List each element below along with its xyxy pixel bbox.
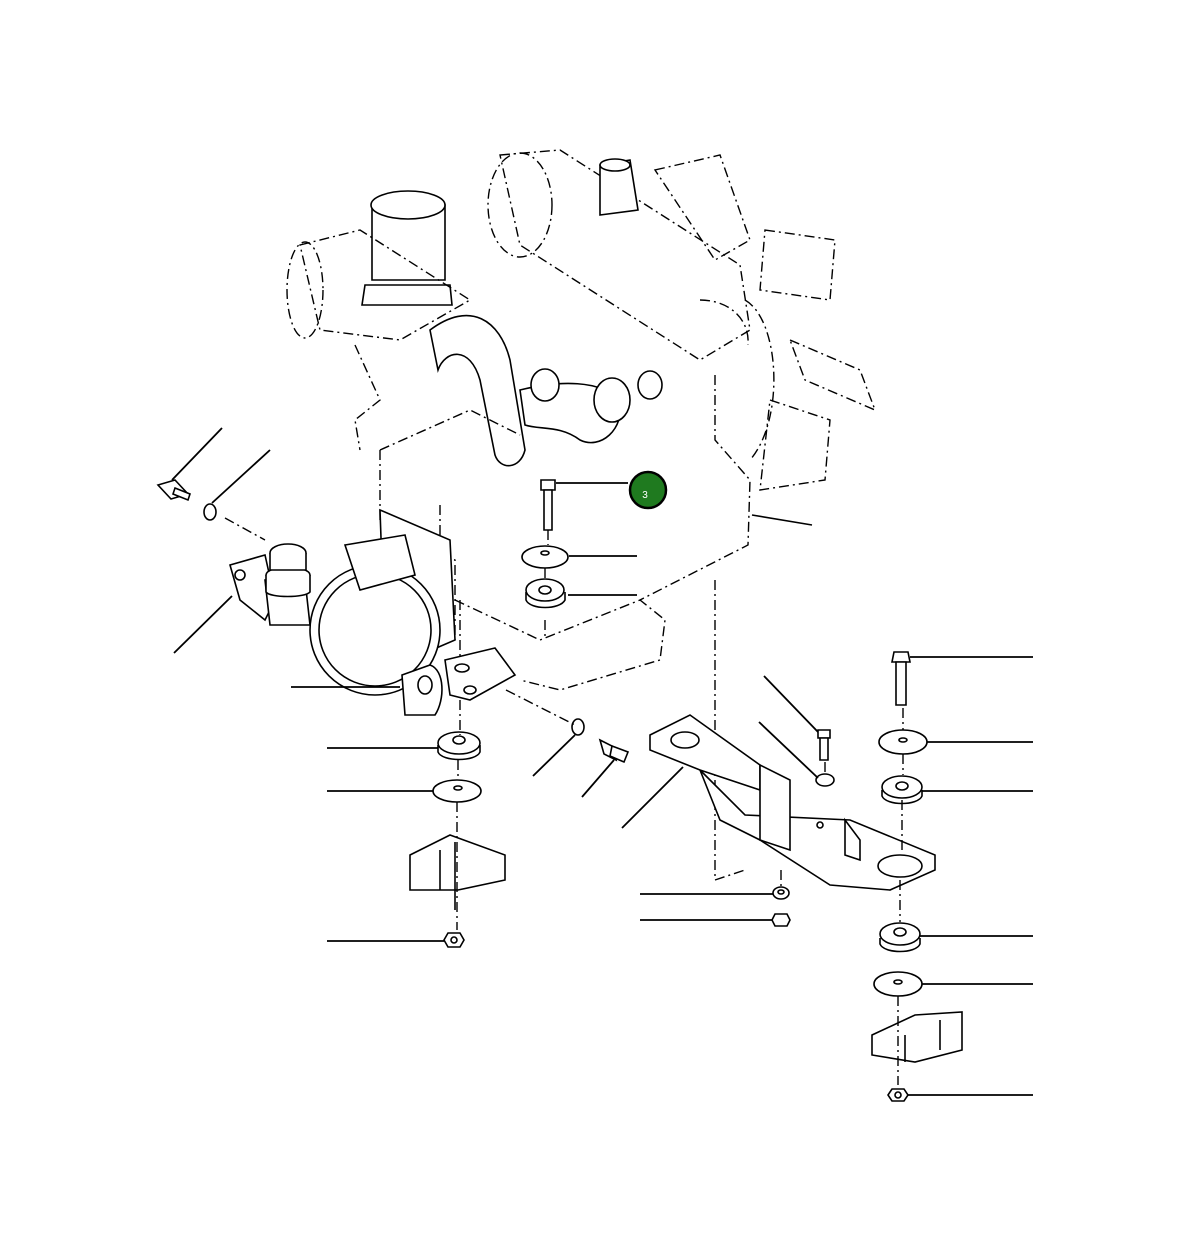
- left-washer: [203, 503, 217, 521]
- front-small-washer: [571, 718, 585, 736]
- lower-small-nut: [772, 886, 790, 900]
- callout-badge-3[interactable]: 3: [628, 470, 668, 510]
- callout-number: 3: [642, 490, 648, 501]
- right-nut: [887, 1088, 909, 1102]
- left-lower-washer: [432, 779, 482, 803]
- right-small-washer: [815, 773, 835, 787]
- right-lower-isolator: [879, 922, 921, 953]
- assembly-hidden-lines: [456, 530, 904, 1085]
- callout-badge-circle[interactable]: [628, 470, 668, 510]
- right-support-bracket: [871, 1011, 963, 1063]
- front-small-bolt: [598, 738, 630, 764]
- right-long-bolt: [891, 651, 911, 706]
- center-upper-isolator: [525, 578, 566, 609]
- center-bolt: [540, 479, 556, 531]
- right-upper-isolator: [881, 775, 923, 805]
- leader-lines: [171, 427, 1033, 1096]
- engine-block: [286, 149, 877, 880]
- center-upper-washer: [521, 545, 569, 569]
- lower-small-locknut: [771, 913, 791, 927]
- right-small-bolt: [817, 729, 831, 761]
- left-lower-isolator: [437, 731, 481, 761]
- right-crossmember-bracket: [649, 714, 936, 891]
- left-bolt: [156, 479, 191, 502]
- left-nut: [443, 932, 465, 948]
- left-rear-mount-bracket: [224, 517, 311, 626]
